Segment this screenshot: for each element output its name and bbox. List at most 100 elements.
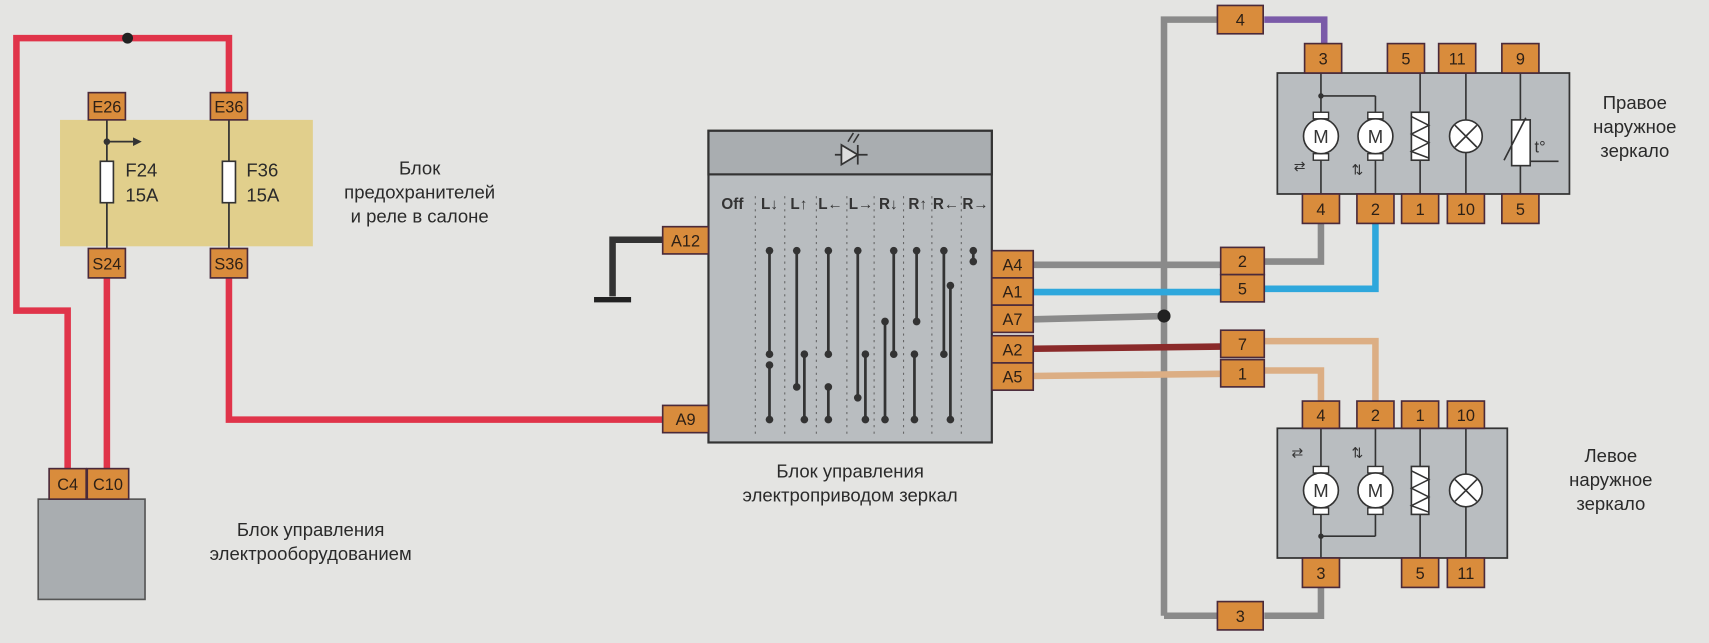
contact-point xyxy=(861,350,870,359)
pin-label: A1 xyxy=(1003,284,1023,302)
brown-wire-a2 xyxy=(1033,343,1221,353)
ground-wire xyxy=(609,236,663,297)
right-mirror-title-1: Правое xyxy=(1603,92,1667,113)
contact-point xyxy=(792,246,801,255)
pin-label: A9 xyxy=(676,411,696,429)
left-mirror-title-1: Левое xyxy=(1585,445,1638,466)
contact-point xyxy=(800,350,809,359)
pin-label: 11 xyxy=(1457,565,1474,583)
switch-position-label: L← xyxy=(818,196,843,213)
contact-point xyxy=(765,361,774,369)
red-wire-main xyxy=(13,34,233,469)
thermistor-label: t° xyxy=(1535,139,1546,157)
pin-label: 7 xyxy=(1238,336,1247,354)
contact-point xyxy=(946,415,955,424)
heater-icon xyxy=(1409,465,1431,516)
right-mirror-top-pin: 3 xyxy=(1303,42,1343,74)
contact-point xyxy=(824,415,833,424)
right-mirror-bottom-pin: 4 xyxy=(1301,193,1341,225)
pin-label: C4 xyxy=(57,476,78,494)
thermistor-icon: t° xyxy=(1503,117,1559,167)
contact-point xyxy=(910,350,919,359)
right-mirror-top-pin: 5 xyxy=(1386,42,1426,74)
splice-dot xyxy=(122,32,134,44)
horizontal-arrows-icon: ⇄ xyxy=(1294,159,1306,175)
motor-label: M xyxy=(1368,480,1383,501)
pin-c4: C4 xyxy=(48,467,87,500)
left-mirror-title-2: наружное xyxy=(1569,469,1652,490)
pin-label: 4 xyxy=(1236,12,1245,30)
motor-horizontal: M xyxy=(1302,465,1340,516)
motor-label: M xyxy=(1368,126,1383,147)
contact-point xyxy=(853,246,862,255)
pin-label: 1 xyxy=(1416,407,1425,425)
pin-label: 5 xyxy=(1401,50,1410,68)
left-mirror-bottom-pin: 11 xyxy=(1446,557,1486,589)
motor-horizontal: M xyxy=(1302,111,1340,161)
vertical-arrows-icon: ⇅ xyxy=(1351,446,1363,462)
left-mirror-top-pin: 4 xyxy=(1301,400,1341,430)
pin-label: 10 xyxy=(1457,201,1475,219)
right-mirror-bottom-pin: 2 xyxy=(1356,193,1395,225)
pin-label: 3 xyxy=(1236,608,1245,626)
pin-a5: A5 xyxy=(991,362,1035,391)
pin-label: E26 xyxy=(92,98,121,116)
contact-point xyxy=(800,415,809,424)
pin-s36: S36 xyxy=(209,247,249,279)
pin-label: 9 xyxy=(1516,50,1525,68)
right-mirror-title-2: наружное xyxy=(1593,116,1676,137)
blue-wire-right-2 xyxy=(1264,223,1379,293)
contact-point xyxy=(861,415,870,424)
switch-position-label: R→ xyxy=(962,196,988,213)
gray-wire-right-4 xyxy=(1264,223,1325,265)
right-mirror-bottom-pin: 5 xyxy=(1501,193,1540,225)
contact-point xyxy=(824,383,833,391)
connector-middle: 7 xyxy=(1219,329,1266,359)
junction-dot xyxy=(1318,533,1324,539)
pin-label: 3 xyxy=(1316,565,1325,583)
right-mirror-title-3: зеркало xyxy=(1600,140,1669,161)
pin-label: 11 xyxy=(1449,50,1466,68)
contact-point xyxy=(969,257,978,266)
pin-label: 5 xyxy=(1516,201,1525,219)
switch-position-label: R↑ xyxy=(908,196,927,213)
contact-point xyxy=(912,317,921,326)
pin-a4: A4 xyxy=(991,249,1035,279)
contact-point xyxy=(889,350,898,359)
fuse-id: F36 xyxy=(246,160,278,181)
fuse-block xyxy=(60,119,313,247)
pin-label: 2 xyxy=(1371,407,1380,425)
pin-label: C10 xyxy=(93,476,123,494)
contact-point xyxy=(765,246,774,255)
pin-label: S24 xyxy=(92,255,121,273)
connector-top: 4 xyxy=(1216,4,1265,35)
pin-label: A7 xyxy=(1003,311,1023,329)
pin-label: A2 xyxy=(1003,341,1023,359)
contact-point xyxy=(792,383,801,391)
pin-label: 10 xyxy=(1457,407,1475,425)
heater-icon xyxy=(1409,111,1431,162)
contact-point xyxy=(853,393,862,402)
contact-point xyxy=(881,317,889,326)
fuse-block-title-2: предохранителей xyxy=(344,181,495,202)
gray-wire-a7 xyxy=(1033,312,1165,323)
motor-label: M xyxy=(1313,480,1328,501)
fuse-block-title-1: Блок xyxy=(399,157,441,178)
left-mirror-top-pin: 10 xyxy=(1446,400,1486,430)
switch-position-label: R← xyxy=(933,196,959,213)
pin-label: A12 xyxy=(671,232,700,250)
left-mirror-top-pin: 1 xyxy=(1400,400,1440,430)
junction-dot xyxy=(1318,93,1324,99)
horizontal-arrows-icon: ⇄ xyxy=(1292,446,1304,462)
gray-wire-left-mirror xyxy=(1264,586,1325,620)
tan-wire-left-4 xyxy=(1264,367,1325,402)
fuse-id: F24 xyxy=(125,160,157,181)
left-mirror-top-pin: 2 xyxy=(1356,400,1395,430)
motor-label: M xyxy=(1313,126,1328,147)
tan-wire-a5 xyxy=(1033,370,1221,380)
pin-a1: A1 xyxy=(991,277,1035,306)
contact-point xyxy=(824,350,833,359)
switch-position-label: L→ xyxy=(849,196,874,213)
contact-point xyxy=(912,246,921,255)
pin-label: 2 xyxy=(1238,253,1247,271)
